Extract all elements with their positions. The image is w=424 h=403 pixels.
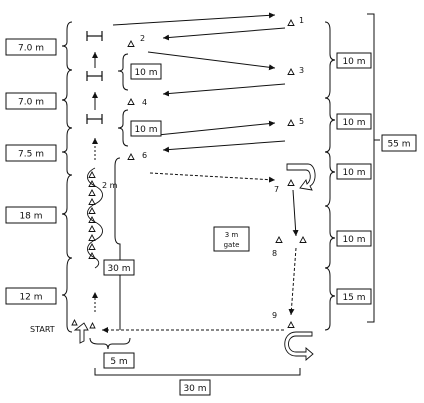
cone-8-label: 8 bbox=[272, 249, 277, 258]
gate-box: 3 m gate bbox=[213, 226, 250, 252]
left-measure-3: 18 m bbox=[5, 206, 57, 224]
cone-5-icon bbox=[287, 119, 295, 126]
slalom-cone-icon bbox=[88, 189, 96, 196]
cone-7-icon bbox=[287, 179, 295, 186]
bottom-bracket bbox=[94, 368, 301, 376]
right-measure-4-label: 15 m bbox=[342, 293, 365, 303]
inner-measure-3-label: 5 m bbox=[110, 357, 127, 367]
total-width-box: 30 m bbox=[179, 379, 211, 396]
inner-measure-1: 10 m bbox=[130, 120, 162, 137]
cone-4-icon bbox=[127, 98, 135, 105]
right-measure-3: 10 m bbox=[336, 230, 372, 247]
right-measure-4: 15 m bbox=[336, 288, 372, 305]
slalom-cone-icon bbox=[88, 216, 96, 223]
cone-2-label: 2 bbox=[140, 34, 145, 43]
uturn-arrow-bottom-icon bbox=[284, 331, 314, 361]
total-height-label: 55 m bbox=[387, 140, 410, 150]
right-braces bbox=[324, 13, 380, 331]
cone-7-label: 7 bbox=[274, 185, 279, 194]
inner-measure-0: 10 m bbox=[130, 63, 162, 80]
left-measure-4: 12 m bbox=[5, 287, 57, 305]
slalom-cone-icon bbox=[88, 252, 96, 259]
left-measure-2: 7.5 m bbox=[5, 144, 57, 162]
gate-type-label: gate bbox=[224, 241, 240, 249]
slalom-start-cone-icon bbox=[89, 321, 96, 329]
total-height-box: 55 m bbox=[381, 134, 417, 152]
left-measure-boxes: 7.0 m 7.0 m 7.5 m 18 m 12 m bbox=[5, 38, 57, 305]
cone-3-label: 3 bbox=[299, 66, 304, 75]
cone-3-icon bbox=[287, 68, 295, 75]
left-measure-0-label: 7.0 m bbox=[18, 43, 44, 53]
slalom-cone-icon bbox=[88, 171, 96, 178]
course-cones: 1 2 3 4 5 6 7 8 9 bbox=[127, 16, 307, 328]
right-measure-0: 10 m bbox=[336, 52, 372, 69]
left-measure-1-label: 7.0 m bbox=[18, 97, 44, 107]
cone-2-icon bbox=[127, 40, 135, 47]
slalom-cone-icon bbox=[88, 225, 96, 232]
right-measure-1: 10 m bbox=[336, 113, 372, 130]
slalom-cone-icon bbox=[88, 180, 96, 187]
cone-9-icon bbox=[287, 321, 295, 328]
right-measure-0-label: 10 m bbox=[342, 57, 365, 67]
left-measure-4-label: 12 m bbox=[19, 292, 42, 302]
slalom-cone-icon bbox=[88, 207, 96, 214]
slalom-cone-icon bbox=[88, 198, 96, 205]
total-width-label: 30 m bbox=[183, 384, 206, 394]
uturn-arrow-icon bbox=[286, 163, 316, 191]
slalom-cone-icon bbox=[88, 234, 96, 241]
inner-measure-2: 30 m bbox=[103, 259, 135, 276]
slalom-cone-icon bbox=[88, 243, 96, 250]
left-measure-0: 7.0 m bbox=[5, 38, 57, 56]
right-measure-2-label: 10 m bbox=[342, 168, 365, 178]
right-measure-1-label: 10 m bbox=[342, 118, 365, 128]
cone-5-label: 5 bbox=[299, 117, 304, 126]
cone-4-label: 4 bbox=[142, 98, 147, 107]
cone-6-label: 6 bbox=[142, 151, 147, 160]
inner-measure-3: 5 m bbox=[103, 352, 135, 369]
right-measure-2: 10 m bbox=[336, 163, 372, 180]
cone-8-icon bbox=[275, 236, 283, 243]
left-braces bbox=[61, 21, 73, 333]
inner-braces bbox=[89, 53, 131, 350]
gate-width-label: 3 m bbox=[225, 231, 239, 239]
right-measure-boxes: 10 m 10 m 10 m 10 m 15 m bbox=[336, 52, 372, 305]
left-measure-3-label: 18 m bbox=[19, 211, 42, 221]
inner-measure-boxes: 10 m 10 m 30 m 5 m bbox=[103, 63, 162, 369]
slalom-cones bbox=[87, 167, 103, 269]
left-measure-1: 7.0 m bbox=[5, 92, 57, 110]
slalom-span-label: 2 m bbox=[102, 181, 118, 190]
start-label: START bbox=[30, 325, 55, 334]
start-turn-arrow-icon bbox=[73, 322, 89, 344]
inner-measure-2-label: 30 m bbox=[107, 264, 130, 274]
start-cone-icon bbox=[71, 318, 78, 326]
hurdle-markers bbox=[86, 31, 103, 124]
left-measure-2-label: 7.5 m bbox=[18, 149, 44, 159]
right-measure-3-label: 10 m bbox=[342, 235, 365, 245]
cone-9-label: 9 bbox=[272, 311, 277, 320]
course-paths bbox=[102, 12, 299, 333]
cone-6-icon bbox=[127, 153, 135, 160]
inner-measure-1-label: 10 m bbox=[134, 125, 157, 135]
cone-1-icon bbox=[287, 19, 295, 26]
cone-1-label: 1 bbox=[299, 16, 304, 25]
gate-cone-icon bbox=[299, 236, 307, 243]
inner-measure-0-label: 10 m bbox=[134, 68, 157, 78]
